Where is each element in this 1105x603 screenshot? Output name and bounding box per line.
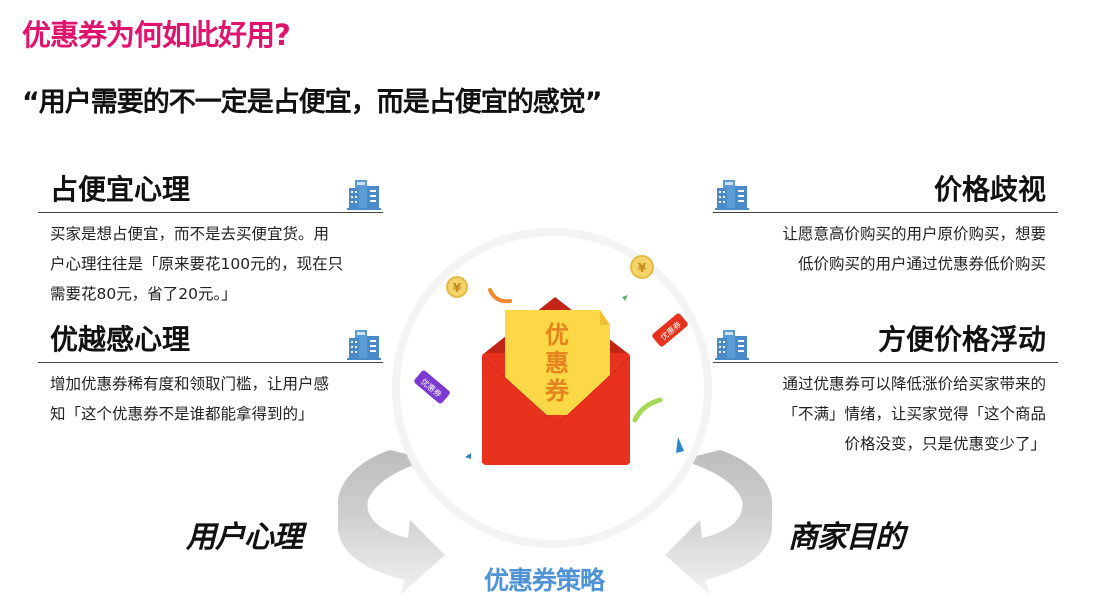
description-line: 让愿意高价购买的用户原价购买，想要: [782, 225, 1046, 243]
section-price-discrimination: 价格歧视 让愿意高价购买的用户原价购买，想要 低价购买的用户通过优惠券低价购买: [713, 166, 1058, 279]
section-title: 优越感心理: [50, 323, 191, 356]
building-icon: [715, 330, 749, 360]
svg-text:¥: ¥: [638, 261, 647, 275]
description-line: 户心理往往是「原来要花100元的，现在只: [50, 255, 344, 273]
section-title: 方便价格浮动: [877, 323, 1046, 356]
svg-text:券: 券: [545, 377, 570, 405]
building-icon: [347, 180, 381, 210]
coupon-strategy-label: 优惠券策略: [484, 566, 605, 595]
section-title: 价格歧视: [933, 173, 1046, 206]
section-price-flexibility: 方便价格浮动 通过优惠券可以降低涨价给买家带来的 「不满」情绪，让买家觉得「这个…: [713, 316, 1058, 459]
coupon-envelope-illustration: ¥ ¥ 优惠券 优惠券 优 惠 券: [414, 255, 688, 465]
section-title: 占便宜心理: [50, 173, 191, 206]
description-line: 低价购买的用户通过优惠券低价购买: [797, 255, 1046, 273]
svg-text:惠: 惠: [545, 349, 569, 377]
section-description: 增加优惠券稀有度和领取门槛，让用户感 知「这个优惠券不是谁都能拿得到的」: [38, 369, 383, 429]
description-line: 需要花80元，省了20元。」: [50, 285, 237, 303]
section-description: 通过优惠券可以降低涨价给买家带来的 「不满」情绪，让买家觉得「这个商品 价格没变…: [713, 369, 1058, 459]
building-icon: [347, 330, 381, 360]
page-title: 优惠券为何如此好用?: [22, 18, 291, 52]
svg-text:优: 优: [545, 321, 569, 349]
description-line: 买家是想占便宜，而不是去买便宜货。用: [50, 225, 330, 243]
description-line: 「不满」情绪，让买家觉得「这个商品: [782, 405, 1046, 423]
description-line: 通过优惠券可以降低涨价给买家带来的: [782, 375, 1046, 393]
svg-text:¥: ¥: [453, 281, 462, 295]
section-superiority-psychology: 优越感心理 增加优惠券稀有度和领取门槛，让用户感 知「这个优惠券不是谁都能拿得到…: [38, 316, 383, 429]
yen-coin-icon: ¥: [446, 276, 468, 298]
merchant-goal-label: 商家目的: [788, 520, 905, 555]
cycle-arrows-graphic: [338, 450, 772, 595]
description-line: 价格没变，只是优惠变少了」: [844, 435, 1046, 453]
description-line: 知「这个优惠券不是谁都能拿得到的」: [50, 405, 314, 423]
building-icon: [715, 180, 749, 210]
user-psychology-label: 用户心理: [186, 520, 303, 555]
section-bargain-psychology: 占便宜心理 买家是想占便宜，而不是去买便宜货。用 户心理往往是「原来要花100元…: [38, 166, 383, 309]
page-subtitle-quote: “用户需要的不一定是占便宜，而是占便宜的感觉”: [22, 87, 602, 118]
section-description: 买家是想占便宜，而不是去买便宜货。用 户心理往往是「原来要花100元的，现在只 …: [38, 219, 383, 309]
section-description: 让愿意高价购买的用户原价购买，想要 低价购买的用户通过优惠券低价购买: [713, 219, 1058, 279]
yen-coin-icon: ¥: [630, 255, 654, 279]
description-line: 增加优惠券稀有度和领取门槛，让用户感: [50, 375, 330, 393]
